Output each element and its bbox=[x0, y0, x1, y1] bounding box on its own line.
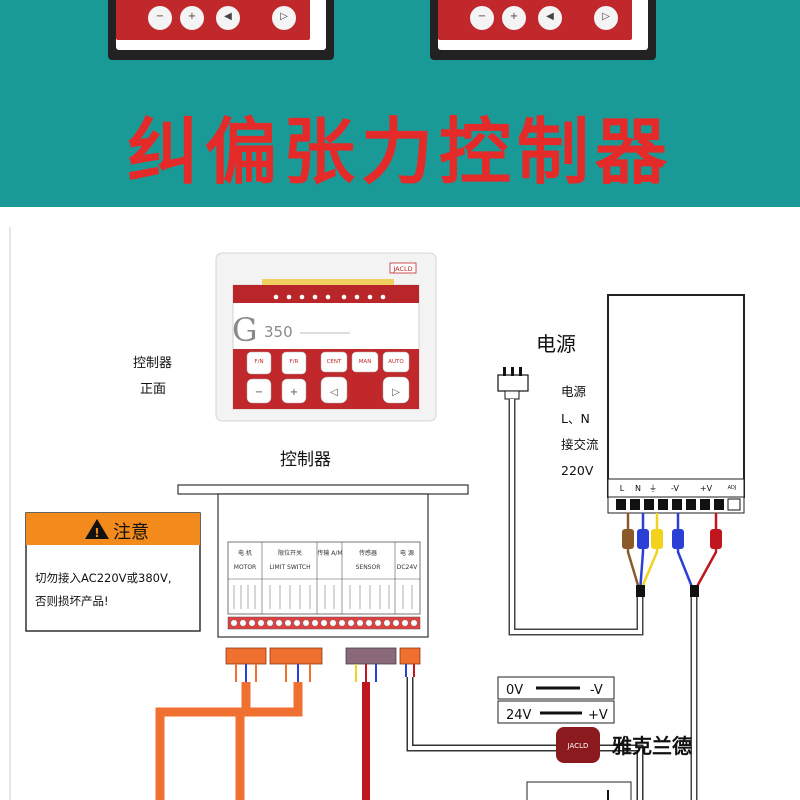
front-label-line1: 控制器 bbox=[133, 356, 172, 371]
warning-line2: 否则损坏产品! bbox=[35, 594, 109, 608]
minus-key: − bbox=[470, 6, 494, 30]
plus-key-label: + bbox=[290, 387, 298, 398]
terminal-group-en: DC24V bbox=[397, 564, 418, 571]
led-row bbox=[273, 294, 386, 300]
right-key-label: ▷ bbox=[392, 387, 400, 398]
controller-housing: 电 机 MOTOR 限位开关 LIMIT SWITCH 传输 A/M 传感器 S… bbox=[177, 484, 469, 638]
left-key-label: ◁ bbox=[330, 387, 338, 398]
key-label: F/N bbox=[254, 359, 263, 365]
ps-note-line4: 220V bbox=[561, 463, 594, 478]
plus-key: + bbox=[502, 6, 526, 30]
ps-note-line3: 接交流 bbox=[561, 437, 599, 452]
product-banner: − + ◀ ▷ − + ◀ ▷ 纠偏张力控制器 bbox=[0, 0, 800, 207]
minus-key-label: − bbox=[255, 387, 263, 398]
key-label: MAN bbox=[359, 359, 372, 365]
minus-key: − bbox=[148, 6, 172, 30]
sensor-plug bbox=[345, 647, 421, 665]
ps-note-line2: L、N bbox=[561, 411, 590, 426]
controller-caption: 控制器 bbox=[280, 450, 331, 470]
front-label-line2: 正面 bbox=[140, 382, 166, 397]
terminal-group-label: 电 机 bbox=[238, 549, 252, 557]
ps-terminal-label: -V bbox=[671, 484, 679, 493]
warning-box: ! 注意 切勿接入AC220V或380V, 否则损坏产品! bbox=[25, 512, 201, 632]
model-number: 350 bbox=[264, 323, 293, 341]
plus-key: + bbox=[180, 6, 204, 30]
ps-terminal-label: +V bbox=[700, 484, 713, 493]
controller-front-panel: JACLD G 350 F/N F/R CENT MAN AUTO − + bbox=[215, 252, 437, 422]
warning-header: 注意 bbox=[113, 522, 149, 543]
key-label: AUTO bbox=[388, 359, 404, 365]
voltage-legend: 0V -V 24V +V bbox=[497, 676, 615, 724]
ac-plug bbox=[497, 367, 529, 400]
keypad-photo-right: − + ◀ ▷ bbox=[430, 0, 656, 60]
warning-triangle-icon bbox=[85, 519, 109, 539]
legend-plus-v: +V bbox=[588, 708, 608, 723]
banner-title: 纠偏张力控制器 bbox=[126, 110, 673, 194]
model-letter: G bbox=[232, 311, 258, 349]
terminal-group-label: 电 源 bbox=[400, 549, 414, 557]
terminal-group-label: 传感器 bbox=[359, 549, 377, 557]
warning-line1: 切勿接入AC220V或380V, bbox=[35, 571, 171, 585]
key-label: CENT bbox=[327, 359, 342, 365]
power-supply: L N ⏚ -V +V ADJ bbox=[607, 294, 745, 514]
legend-24v: 24V bbox=[506, 708, 532, 723]
key-label: F/R bbox=[290, 359, 299, 365]
ps-terminal-label: N bbox=[635, 484, 641, 493]
ps-adjust-label: ADJ bbox=[728, 485, 737, 491]
ps-terminal-label: L bbox=[620, 484, 625, 493]
ac-input-leads bbox=[622, 513, 663, 597]
power-supply-title: 电源 bbox=[536, 332, 576, 356]
controller-brand-badge: JACLD bbox=[392, 265, 412, 273]
left-key: ◀ bbox=[538, 6, 562, 30]
terminal-group-label: 传输 A/M bbox=[317, 549, 342, 557]
motor-plug bbox=[225, 647, 323, 665]
ps-terminal-label: ⏚ bbox=[649, 484, 657, 493]
terminal-group-en: LIMIT SWITCH bbox=[269, 564, 310, 571]
dc-output-leads bbox=[672, 513, 722, 597]
svg-text:!: ! bbox=[94, 526, 99, 540]
right-key: ▷ bbox=[272, 6, 296, 30]
terminal-group-label: 限位开关 bbox=[278, 549, 302, 557]
terminal-group-en: MOTOR bbox=[234, 564, 256, 571]
wiring-diagram: JACLD G 350 F/N F/R CENT MAN AUTO − + bbox=[9, 227, 745, 800]
legend-0v: 0V bbox=[506, 683, 523, 698]
keypad-photo-left: − + ◀ ▷ bbox=[108, 0, 334, 60]
legend-minus-v: -V bbox=[590, 683, 603, 698]
terminal-group-en: SENSOR bbox=[356, 564, 381, 571]
brand-logo: JACLD 雅克兰德 bbox=[556, 727, 692, 763]
right-key: ▷ bbox=[594, 6, 618, 30]
brand-badge: JACLD bbox=[567, 742, 589, 750]
brand-name: 雅克兰德 bbox=[612, 734, 692, 758]
left-key: ◀ bbox=[216, 6, 240, 30]
ps-note-line1: 电源 bbox=[561, 384, 587, 399]
